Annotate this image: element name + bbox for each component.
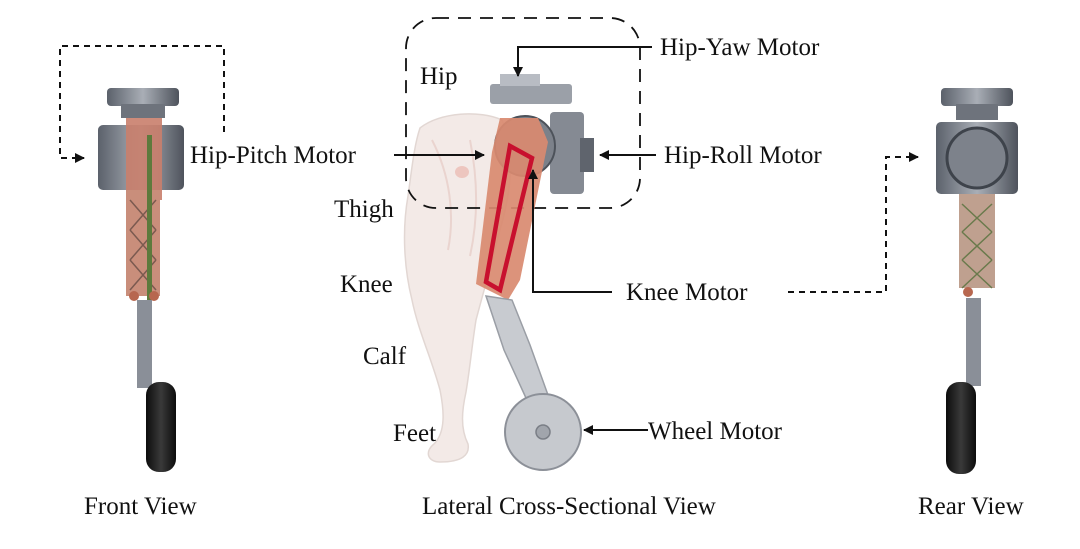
hip-joint-marker [455,166,469,178]
hip-roll-motor-flange [580,138,594,172]
rear-view-dashed-arrow [788,152,919,293]
hip-roll-motor-shape [550,112,584,194]
knee-label: Knee [340,271,393,298]
rear-thigh-truss [961,203,993,289]
rear-view-caption: Rear View [918,493,1024,520]
front-hip-yaw-housing [107,88,179,106]
front-thigh-truss [129,199,157,291]
feet-label: Feet [393,420,437,447]
rear-knee-joint [963,287,973,297]
knee-motor-arrow [528,169,612,293]
hip-roll-motor-label: Hip-Roll Motor [664,142,822,169]
hip-label: Hip [420,63,458,90]
lateral-view-caption: Lateral Cross-Sectional View [422,493,716,520]
front-knee-joint-left [129,291,139,301]
rear-roll-motor-disc [945,126,1009,190]
front-wheel [146,382,176,472]
front-knee-link [147,135,152,300]
rear-thigh-frame [959,194,995,288]
wheel-motor-label: Wheel Motor [648,418,782,445]
front-view-dashed-arrow [59,45,225,163]
rear-hip-yaw-housing [941,88,1013,106]
front-thigh-frame [126,190,160,296]
hip-yaw-motor-label: Hip-Yaw Motor [660,34,820,61]
hip-yaw-motor-shape [490,84,572,104]
rear-wheel [946,382,976,474]
front-thigh-plate [126,118,162,200]
calf-label: Calf [363,343,407,370]
front-view-caption: Front View [84,493,197,520]
knee-drive-linkage [483,142,535,294]
front-view-robot [98,88,184,472]
rear-hip-neck [956,104,998,120]
front-hip-neck [121,104,165,118]
knee-motor-label: Knee Motor [626,279,748,306]
hip-yaw-top-cap [500,74,540,86]
rear-calf-shaft [966,298,981,386]
front-knee-joint-right [149,291,159,301]
front-calf-shaft [137,300,152,388]
thigh-label: Thigh [334,196,394,223]
rear-view-robot [936,88,1018,474]
wheel-hub [535,424,551,440]
hip-pitch-motor-label: Hip-Pitch Motor [190,142,356,169]
leg-muscle-lines [431,139,477,257]
hip-yaw-arrow [513,46,652,77]
